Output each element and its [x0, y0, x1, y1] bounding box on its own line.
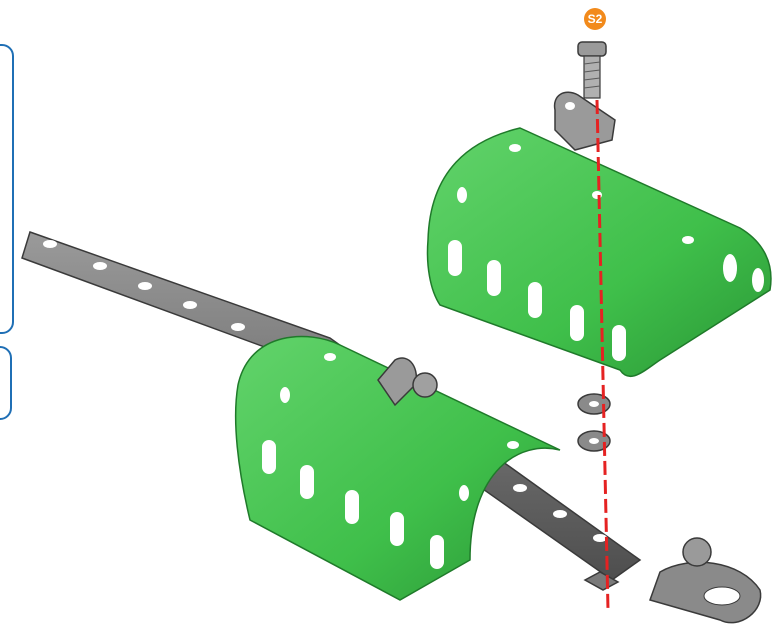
- bolt-head-icon: [683, 538, 711, 566]
- bolt: [578, 42, 606, 98]
- bolt-head-icon: [413, 373, 437, 397]
- step-badge: S2: [584, 8, 606, 30]
- angle-bracket: [555, 92, 615, 150]
- end-angle-bracket: [650, 538, 761, 623]
